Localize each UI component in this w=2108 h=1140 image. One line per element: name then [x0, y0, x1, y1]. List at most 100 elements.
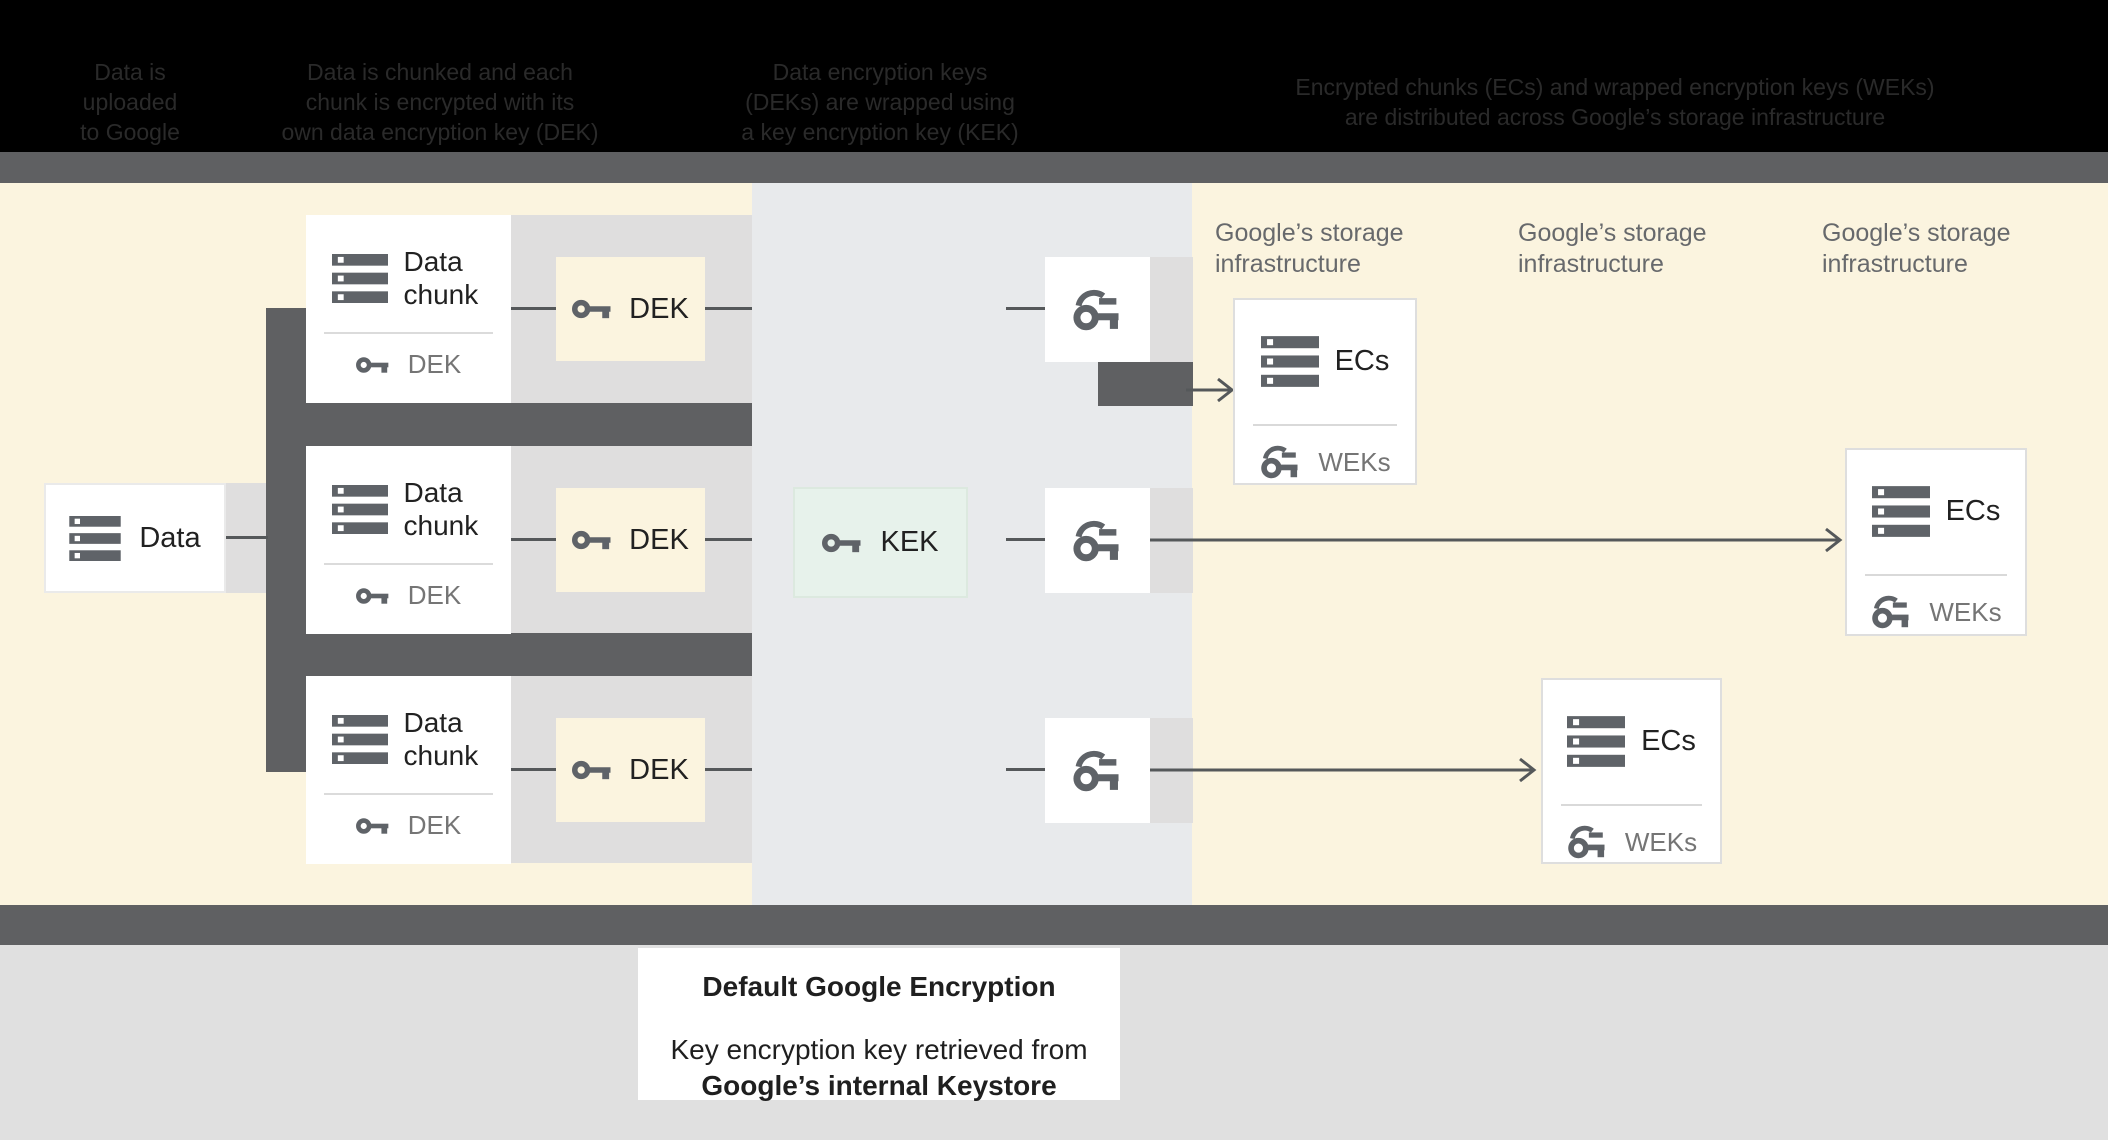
wrapped-key-box — [1045, 488, 1150, 593]
banner-line: to Google — [80, 119, 180, 145]
wrapped-key-box — [1045, 718, 1150, 823]
dek-label: DEK — [629, 292, 689, 325]
banner-step-3: Data encryption keys (DEKs) are wrapped … — [725, 57, 1035, 147]
data-label: Data — [139, 521, 201, 554]
key-icon — [572, 297, 616, 321]
chunk-dek-label: DEK — [407, 580, 462, 610]
banner-line: own data encryption key (DEK) — [281, 119, 599, 145]
card-divider — [324, 563, 493, 565]
vertical-bus-bar — [266, 308, 306, 772]
wek-label: WEKs — [1929, 596, 2002, 627]
banner: Data is uploaded to Google Data is chunk… — [0, 0, 2108, 152]
ec-title: ECs — [1641, 725, 1696, 757]
database-icon — [1261, 336, 1319, 387]
dek-chip: DEK — [556, 718, 705, 822]
key-icon — [572, 758, 616, 782]
connector-chunk-to-dek — [511, 538, 556, 541]
arrow-to-ecs-2 — [1150, 527, 1843, 553]
data-chunk-card: Data chunk DEK — [306, 446, 511, 634]
wrapped-key-icon — [1071, 746, 1125, 796]
ec-card: ECs WEKs — [1233, 298, 1417, 485]
data-card: Data — [44, 483, 226, 593]
arrow-to-ecs-3 — [1150, 757, 1537, 783]
data-chunk-card: Data chunk DEK — [306, 676, 511, 864]
connector-to-wrapped-key — [1006, 307, 1045, 310]
banner-line: a key encryption key (KEK) — [741, 119, 1019, 145]
banner-line: uploaded — [82, 89, 178, 115]
banner-step-1: Data is uploaded to Google — [40, 57, 220, 147]
connector-chunk-to-dek — [511, 307, 556, 310]
footer: Default Google Encryption Key encryption… — [0, 945, 2108, 1140]
bottom-divider-bar — [0, 905, 2108, 945]
connector-kek-to-wrapped-key — [1006, 538, 1045, 541]
banner-step-4: Encrypted chunks (ECs) and wrapped encry… — [1285, 72, 1945, 132]
banner-line: Data is — [94, 59, 166, 85]
banner-line: Data encryption keys — [772, 59, 988, 85]
database-icon — [332, 715, 388, 764]
kek-label: KEK — [880, 526, 939, 558]
key-icon — [356, 816, 393, 836]
connector-chunk-to-dek — [511, 768, 556, 771]
row-connector-bar — [306, 403, 752, 446]
wrapped-key-icon — [1071, 516, 1125, 566]
ec-card: ECs WEKs — [1845, 448, 2027, 636]
arrow-to-ecs-1 — [1186, 377, 1235, 403]
database-icon — [1872, 486, 1930, 537]
storage-infrastructure-label: Google’s storage infrastructure — [1215, 219, 1404, 278]
chunk-dek-label: DEK — [407, 349, 462, 379]
wrapped-key-icon — [1566, 822, 1610, 862]
card-divider — [324, 793, 493, 795]
wrapped-key-box — [1045, 257, 1150, 362]
dek-chip: DEK — [556, 488, 705, 592]
key-icon — [572, 528, 616, 552]
card-divider — [324, 332, 493, 334]
ec-title: ECs — [1334, 345, 1390, 377]
dek-label: DEK — [629, 523, 689, 556]
banner-line: (DEKs) are wrapped using — [745, 89, 1015, 115]
kek-chip: KEK — [793, 487, 968, 598]
caption-card: Default Google Encryption Key encryption… — [638, 948, 1120, 1101]
database-icon — [332, 254, 388, 303]
wrapped-key-icon — [1259, 442, 1303, 482]
row-connector-bar — [306, 633, 752, 676]
caption-line-keystore: Google’s internal Keystore — [701, 1070, 1057, 1101]
storage-infrastructure-label: Google’s storage infrastructure — [1822, 219, 2011, 278]
card-divider — [1561, 804, 1702, 806]
wek-label: WEKs — [1318, 446, 1391, 477]
ec-title: ECs — [1945, 495, 2001, 527]
ec-card: ECs WEKs — [1541, 678, 1722, 864]
caption-line: Key encryption key retrieved from — [670, 1034, 1088, 1065]
chunk-dek-label: DEK — [407, 810, 462, 840]
wrapped-key-icon — [1071, 285, 1125, 335]
top-divider-bar — [0, 152, 2108, 183]
chunk-title: Data chunk — [403, 246, 479, 310]
banner-line: Data is chunked and each — [307, 59, 573, 85]
banner-step-2: Data is chunked and each chunk is encryp… — [270, 57, 610, 147]
dek-label: DEK — [629, 753, 689, 786]
connector-dek-to-column — [703, 538, 752, 541]
card-divider — [1865, 574, 2007, 576]
caption-title: Default Google Encryption — [702, 971, 1056, 1002]
key-icon — [356, 355, 393, 375]
banner-line: chunk is encrypted with its — [305, 89, 575, 115]
chunk-title: Data chunk — [403, 477, 479, 541]
banner-line: are distributed across Google’s storage … — [1344, 104, 1886, 130]
database-icon — [1567, 716, 1625, 767]
wek-label: WEKs — [1624, 826, 1698, 857]
chunk-title: Data chunk — [403, 707, 479, 771]
card-divider — [1253, 424, 1397, 426]
storage-infrastructure-label: Google’s storage infrastructure — [1518, 219, 1707, 278]
connector-data-to-bus — [226, 536, 268, 539]
data-chunk-card: Data chunk DEK — [306, 215, 511, 403]
connector-dek-to-column — [703, 307, 752, 310]
key-icon — [822, 531, 866, 555]
diagram-canvas: Google’s storage infrastructure Google’s… — [0, 183, 2108, 905]
key-icon — [356, 586, 393, 606]
database-icon — [69, 516, 121, 561]
connector-to-wrapped-key — [1006, 768, 1045, 771]
database-icon — [332, 485, 388, 534]
connector-dek-to-column — [703, 768, 752, 771]
banner-line: Encrypted chunks (ECs) and wrapped encry… — [1295, 74, 1935, 100]
wrapped-key-band — [1150, 257, 1193, 362]
